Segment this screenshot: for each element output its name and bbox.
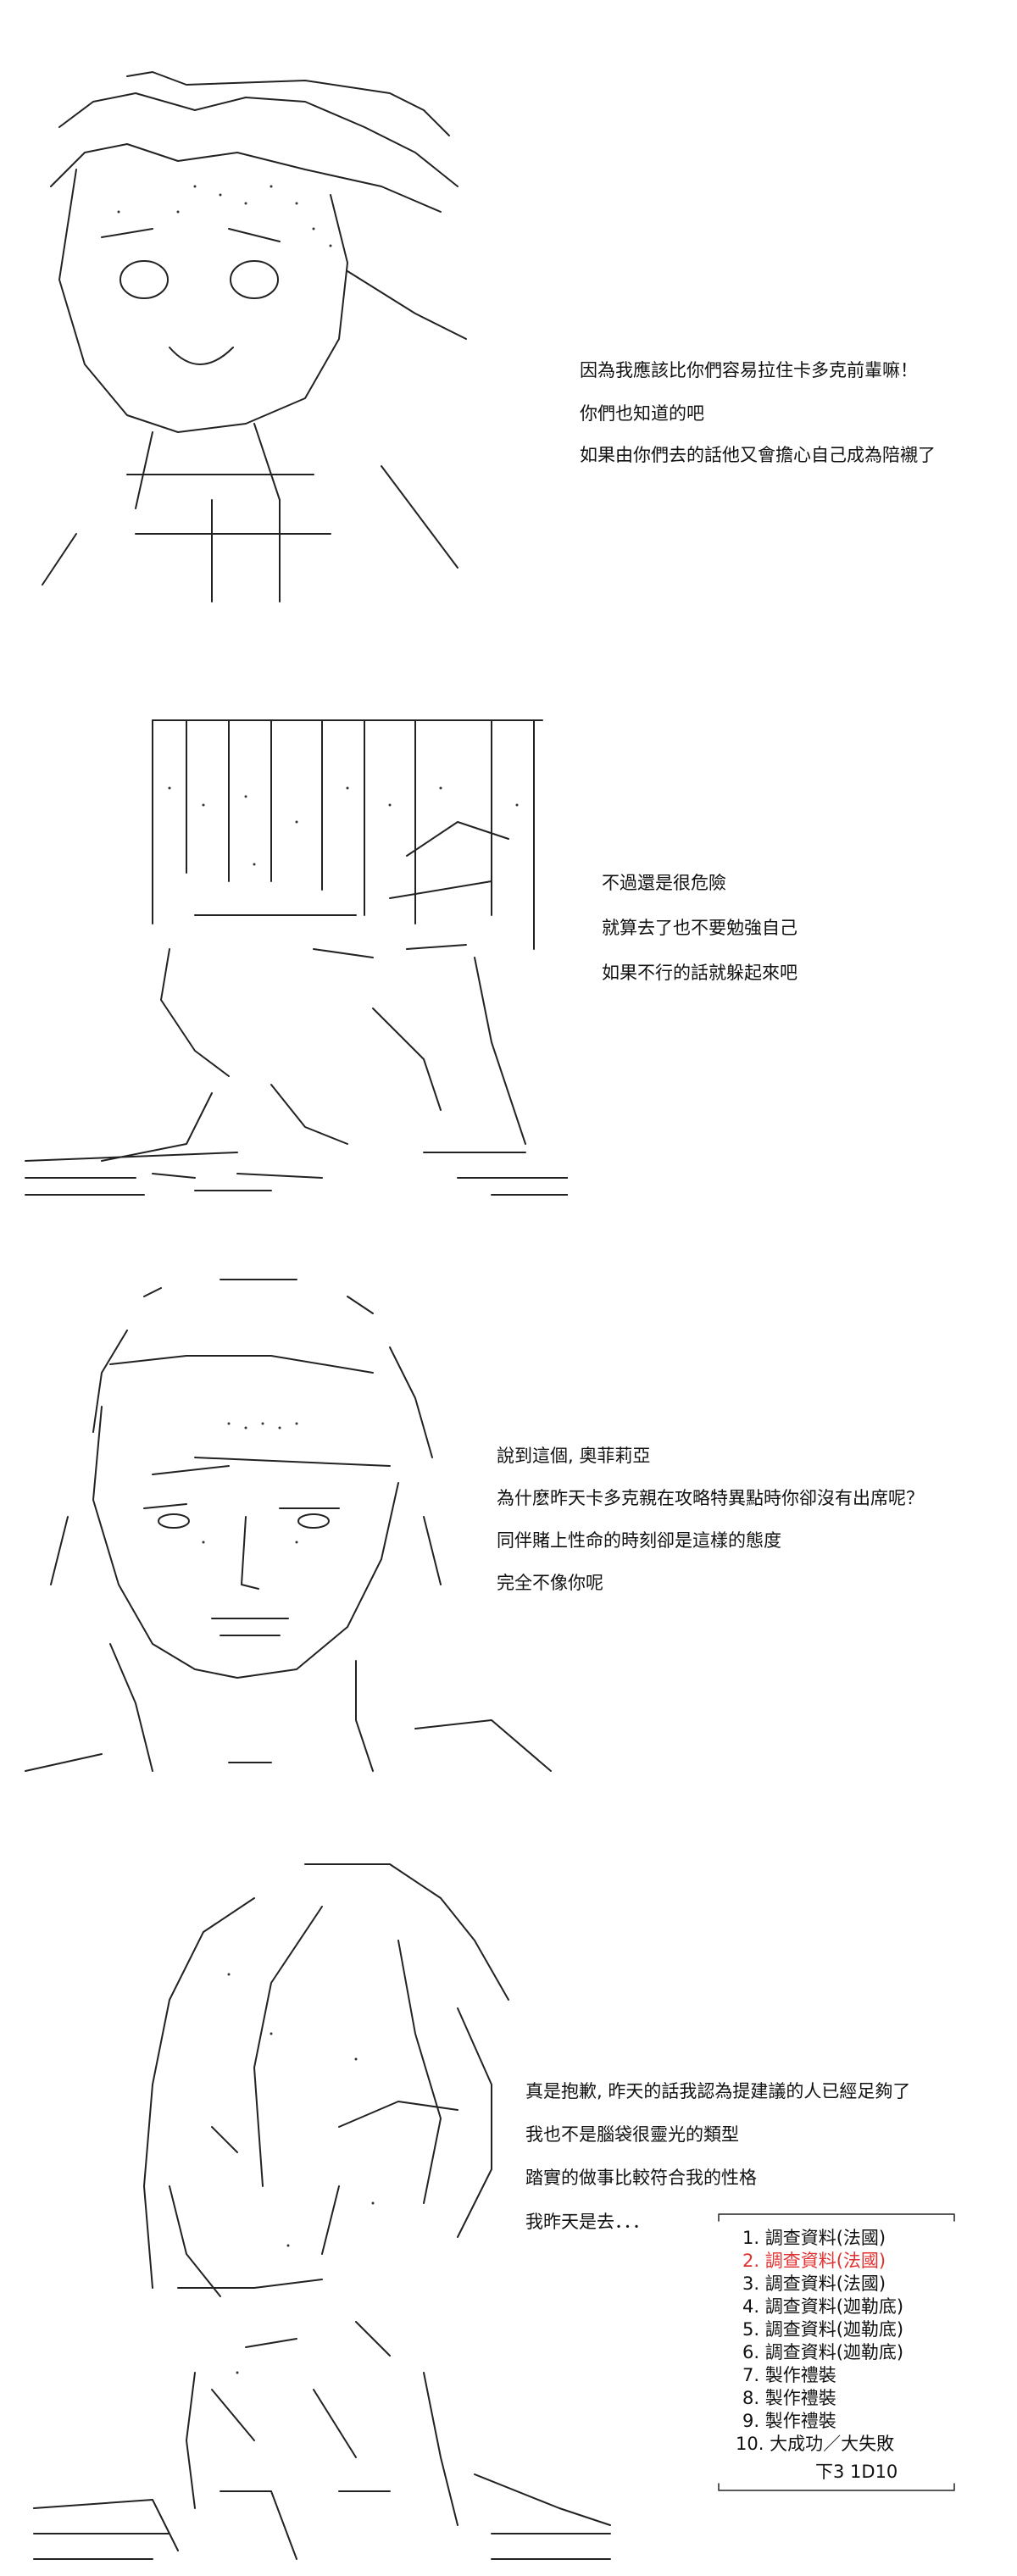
- dice-item-list: 1. 調查資料(法國) 2. 調查資料(法國) 3. 調查資料(法國) 4. 調…: [736, 2228, 956, 2454]
- dialogue-lines-1: 因為我應該比你們容易拉住卡多克前輩嘛！ 你們也知道的吧 如果由你們去的話他又會擔…: [580, 362, 1003, 480]
- panel-3: 說到這個, 奧菲莉亞 為什麽昨天卡多克親在攻略特異點時你卻沒有出席呢？ 同伴賭上…: [0, 1263, 1017, 1805]
- dice-roll-result: 下3 1D10: [815, 2462, 898, 2482]
- dice-item: 4. 調查資料(迦勒底): [742, 2296, 904, 2317]
- dialogue-line: 我也不是腦袋很靈光的類型: [525, 2124, 739, 2145]
- dialogue-line: 不過還是很危險: [602, 873, 726, 893]
- dialogue-lines-4: 真是抱歉, 昨天的話我認為提建議的人已經足夠了 我也不是腦袋很靈光的類型 踏實的…: [525, 2083, 1000, 2235]
- dice-item: 5. 調查資料(迦勒底): [742, 2319, 904, 2340]
- dialogue-line: 如果不行的話就躲起來吧: [602, 963, 797, 983]
- dialogue-lines-2: 不過還是很危險 就算去了也不要勉強自己 如果不行的話就躲起來吧: [602, 874, 1000, 993]
- ascii-art-boy-glasses: [17, 703, 568, 1212]
- dice-item-highlighted: 2. 調查資料(法國): [742, 2251, 886, 2271]
- dialogue-line: 真是抱歉, 昨天的話我認為提建議的人已經足夠了: [525, 2081, 911, 2101]
- dice-item: 10. 大成功／大失敗: [736, 2434, 895, 2454]
- dialogue-line: 如果由你們去的話他又會擔心自己成為陪襯了: [580, 445, 936, 465]
- dice-table: 1. 調查資料(法國) 2. 調查資料(法國) 3. 調查資料(法國) 4. 調…: [714, 2212, 966, 2494]
- ascii-art-girl-long-hair: [17, 1847, 627, 2568]
- dialogue-line: 同伴賭上性命的時刻卻是這樣的態度: [497, 1530, 781, 1551]
- panel-1: 因為我應該比你們容易拉住卡多克前輩嘛！ 你們也知道的吧 如果由你們去的話他又會擔…: [0, 0, 1017, 610]
- dialogue-line: 為什麽昨天卡多克親在攻略特異點時你卻沒有出席呢？: [497, 1488, 924, 1508]
- dice-item: 9. 製作禮裝: [742, 2411, 836, 2431]
- dialogue-lines-3: 說到這個, 奧菲莉亞 為什麽昨天卡多克親在攻略特異點時你卻沒有出席呢？ 同伴賭上…: [497, 1447, 1005, 1600]
- dialogue-line: 說到這個, 奧菲莉亞: [497, 1446, 651, 1466]
- panel-4: 真是抱歉, 昨天的話我認為提建議的人已經足夠了 我也不是腦袋很靈光的類型 踏實的…: [0, 1847, 1017, 2576]
- dice-table-frame: [718, 2213, 955, 2491]
- dialogue-line: 踏實的做事比較符合我的性格: [525, 2168, 757, 2188]
- dice-item: 6. 調查資料(迦勒底): [742, 2342, 904, 2362]
- dialogue-line: 我昨天是去．．．: [525, 2212, 650, 2232]
- dialogue-line: 你們也知道的吧: [580, 403, 704, 424]
- dice-item: 3. 調查資料(法國): [742, 2273, 886, 2294]
- ascii-art-girl-hat: [25, 59, 534, 610]
- panel-2: 不過還是很危險 就算去了也不要勉強自己 如果不行的話就躲起來吧: [0, 703, 1017, 1229]
- dice-item: 1. 調查資料(法國): [742, 2228, 886, 2248]
- ascii-art-man-stern: [17, 1263, 568, 1788]
- dice-item: 7. 製作禮裝: [742, 2365, 836, 2385]
- dialogue-line: 就算去了也不要勉強自己: [602, 918, 797, 938]
- dialogue-line: 因為我應該比你們容易拉住卡多克前輩嘛！: [580, 360, 918, 380]
- dialogue-line: 完全不像你呢: [497, 1573, 603, 1593]
- dice-item: 8. 製作禮裝: [742, 2388, 836, 2408]
